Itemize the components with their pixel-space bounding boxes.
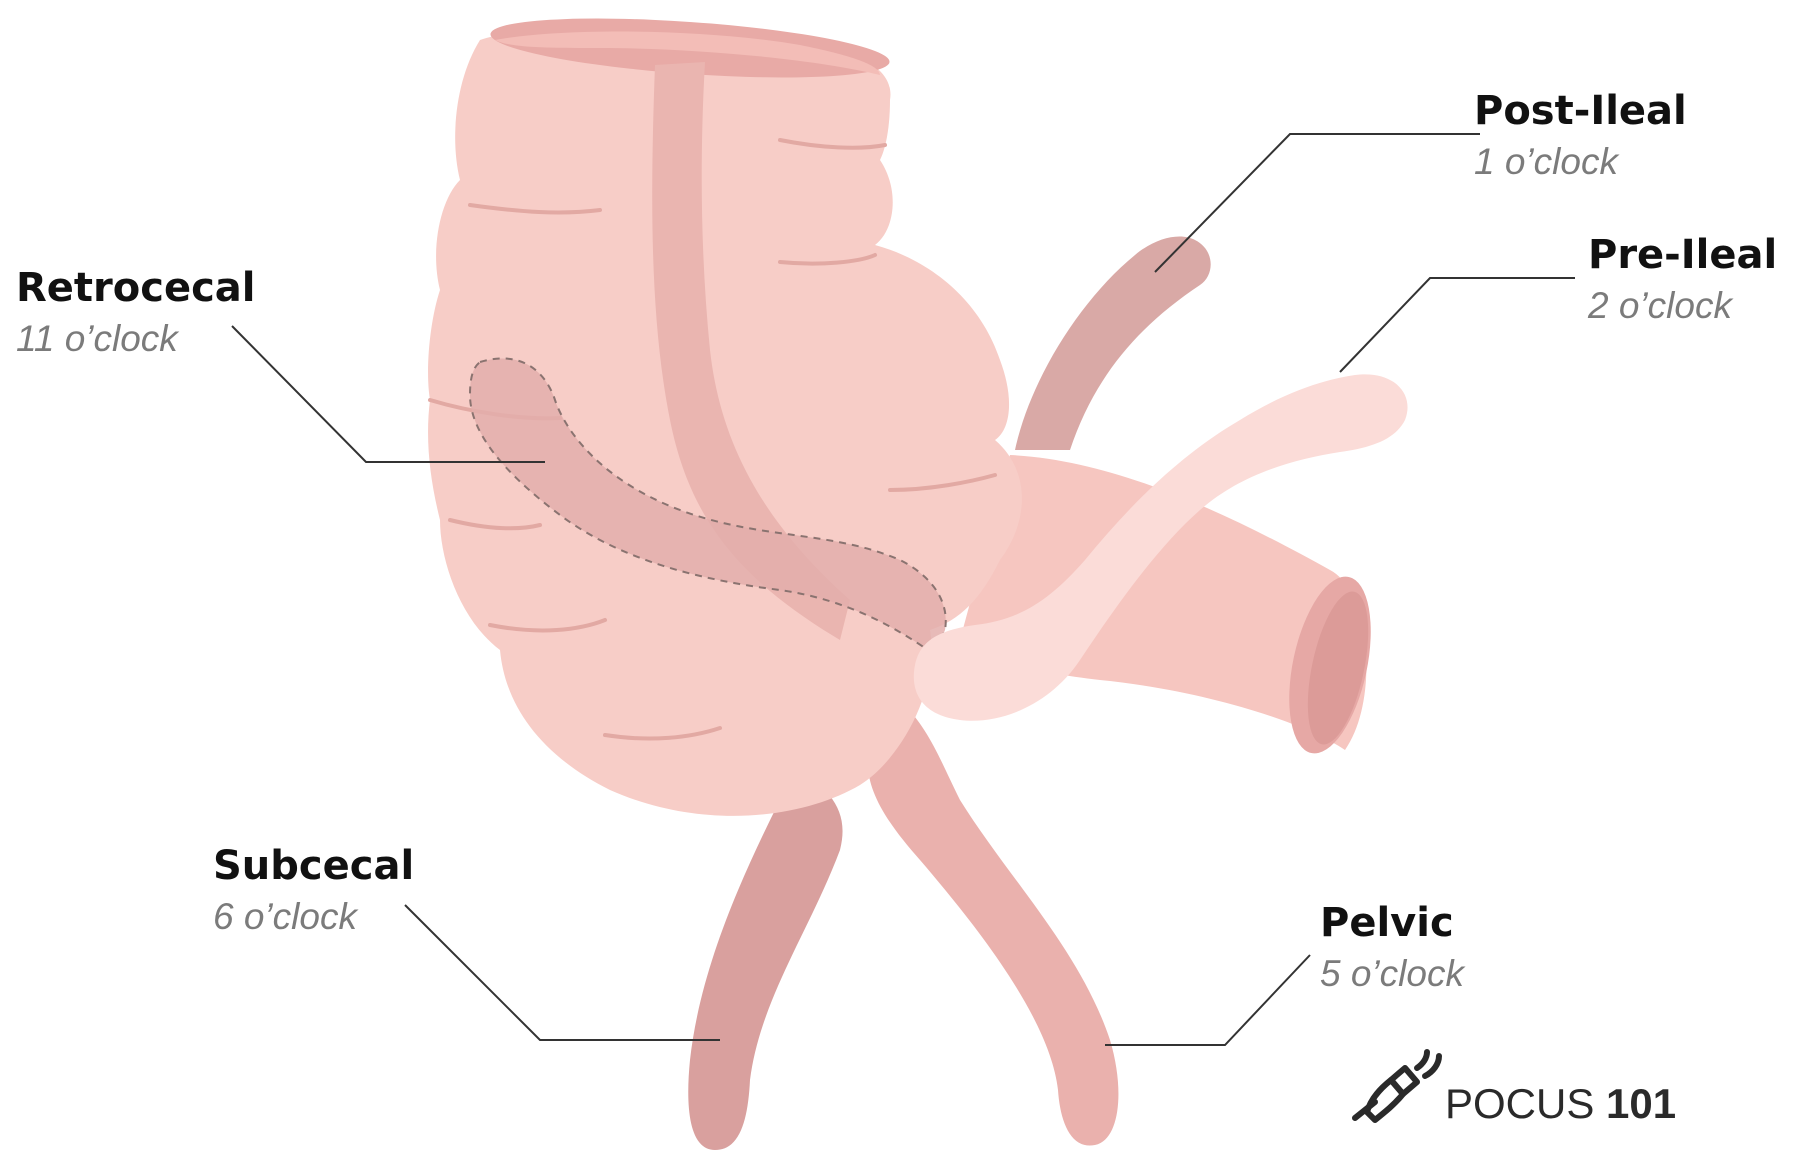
- ultrasound-probe-icon: [1345, 1040, 1445, 1130]
- label-subcecal: Subcecal 6 o’clock: [213, 846, 414, 935]
- label-post-ileal-name: Post-Ileal: [1474, 91, 1687, 131]
- label-retrocecal-name: Retrocecal: [16, 268, 256, 308]
- subcecal-appendix: [688, 760, 842, 1150]
- label-post-ileal: Post-Ileal 1 o’clock: [1474, 91, 1687, 180]
- label-retrocecal-clock: 11 o’clock: [16, 320, 256, 357]
- label-subcecal-name: Subcecal: [213, 846, 414, 886]
- logo-number: 101: [1606, 1080, 1676, 1127]
- label-subcecal-clock: 6 o’clock: [213, 898, 414, 935]
- label-post-ileal-clock: 1 o’clock: [1474, 143, 1687, 180]
- label-pre-ileal-clock: 2 o’clock: [1588, 287, 1777, 324]
- label-pelvic: Pelvic 5 o’clock: [1320, 903, 1464, 992]
- label-pelvic-name: Pelvic: [1320, 903, 1464, 943]
- logo-text: POCUS 101: [1445, 1080, 1676, 1128]
- label-pre-ileal-name: Pre-Ileal: [1588, 235, 1777, 275]
- label-pre-ileal: Pre-Ileal 2 o’clock: [1588, 235, 1777, 324]
- leader-line-subcecal: [405, 905, 720, 1040]
- post-ileal-appendix: [1015, 236, 1211, 450]
- pelvic-appendix: [867, 700, 1118, 1146]
- leader-line-pre-ileal: [1340, 278, 1575, 372]
- logo-word: POCUS: [1445, 1080, 1594, 1127]
- pocus-101-logo: POCUS 101: [1345, 1040, 1705, 1130]
- label-pelvic-clock: 5 o’clock: [1320, 955, 1464, 992]
- leader-line-pelvic: [1105, 955, 1310, 1045]
- label-retrocecal: Retrocecal 11 o’clock: [16, 268, 256, 357]
